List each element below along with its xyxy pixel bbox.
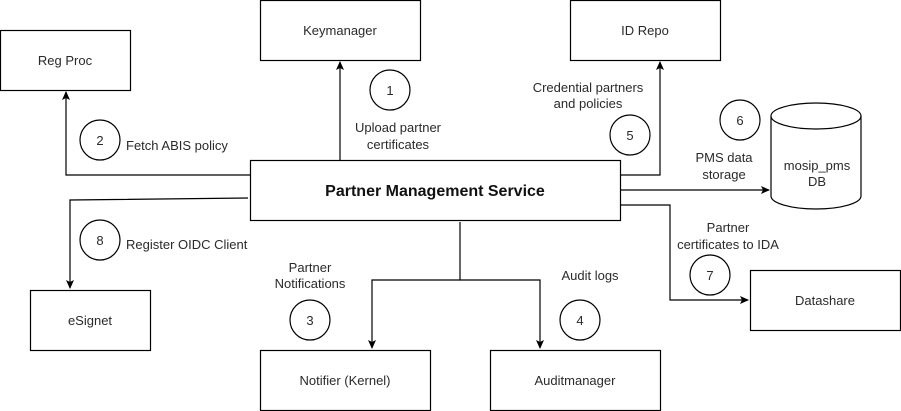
partner-management-service-label: Partner Management Service bbox=[325, 183, 545, 200]
step-5: 5 Credential partners and policies bbox=[533, 80, 651, 156]
keymanager-box[interactable]: Keymanager bbox=[259, 0, 422, 62]
step-number: 6 bbox=[736, 113, 743, 128]
flow-label: PMS data bbox=[695, 150, 753, 165]
step-number: 3 bbox=[306, 313, 313, 328]
datashare-label: Datashare bbox=[795, 293, 855, 308]
mosip-pms-db-cylinder[interactable]: mosip_pms DB bbox=[770, 102, 862, 210]
flow-label: storage bbox=[702, 167, 745, 182]
step-3: 3 Partner Notifications bbox=[275, 260, 346, 341]
step-number: 2 bbox=[96, 133, 103, 148]
flow-label: Fetch ABIS policy bbox=[126, 138, 228, 153]
flow-label: Credential partners bbox=[533, 80, 644, 95]
db-label-line2: DB bbox=[808, 174, 826, 189]
arrow-to-esignet bbox=[66, 197, 249, 289]
step-number: 1 bbox=[386, 83, 393, 98]
step-1: 1 Upload partner certificates bbox=[355, 69, 442, 152]
step-4: 4 Audit logs bbox=[559, 268, 619, 341]
step-6: 6 PMS data storage bbox=[695, 99, 761, 182]
step-7: 7 Partner certificates to IDA bbox=[677, 220, 779, 296]
notifier-box[interactable]: Notifier (Kernel) bbox=[259, 349, 432, 411]
id-repo-box[interactable]: ID Repo bbox=[569, 0, 722, 62]
keymanager-label: Keymanager bbox=[303, 23, 377, 38]
step-number: 8 bbox=[96, 233, 103, 248]
flow-label: certificates to IDA bbox=[677, 237, 779, 252]
step-2: 2 Fetch ABIS policy bbox=[79, 119, 228, 161]
db-label-line1: mosip_pms bbox=[784, 158, 851, 173]
arrow-to-id-repo bbox=[620, 61, 664, 176]
flow-label: Audit logs bbox=[561, 268, 619, 283]
step-number: 5 bbox=[626, 128, 633, 143]
esignet-box[interactable]: eSignet bbox=[29, 289, 152, 352]
reg-proc-label: Reg Proc bbox=[38, 53, 93, 68]
arrow-to-notifier bbox=[368, 222, 461, 349]
id-repo-label: ID Repo bbox=[621, 23, 669, 38]
datashare-box[interactable]: Datashare bbox=[749, 269, 901, 332]
reg-proc-box[interactable]: Reg Proc bbox=[0, 29, 132, 92]
flow-label: Upload partner bbox=[355, 120, 442, 135]
notifier-label: Notifier (Kernel) bbox=[299, 373, 390, 388]
step-8: 8 Register OIDC Client bbox=[79, 219, 248, 261]
auditmanager-box[interactable]: Auditmanager bbox=[489, 349, 662, 411]
step-number: 4 bbox=[576, 313, 583, 328]
arrow-to-auditmanager bbox=[460, 279, 544, 349]
esignet-label: eSignet bbox=[68, 313, 112, 328]
auditmanager-label: Auditmanager bbox=[535, 373, 617, 388]
flow-label: Register OIDC Client bbox=[126, 237, 248, 252]
partner-management-service-box[interactable]: Partner Management Service bbox=[249, 159, 622, 222]
arrow-to-reg-proc bbox=[62, 91, 250, 176]
flow-label: Notifications bbox=[275, 276, 346, 291]
flow-label: certificates bbox=[367, 137, 430, 152]
flow-label: Partner bbox=[289, 260, 332, 275]
flow-label: and policies bbox=[554, 96, 623, 111]
arrow-to-datashare bbox=[620, 204, 749, 304]
flow-label: Partner bbox=[707, 220, 750, 235]
step-number: 7 bbox=[706, 268, 713, 283]
